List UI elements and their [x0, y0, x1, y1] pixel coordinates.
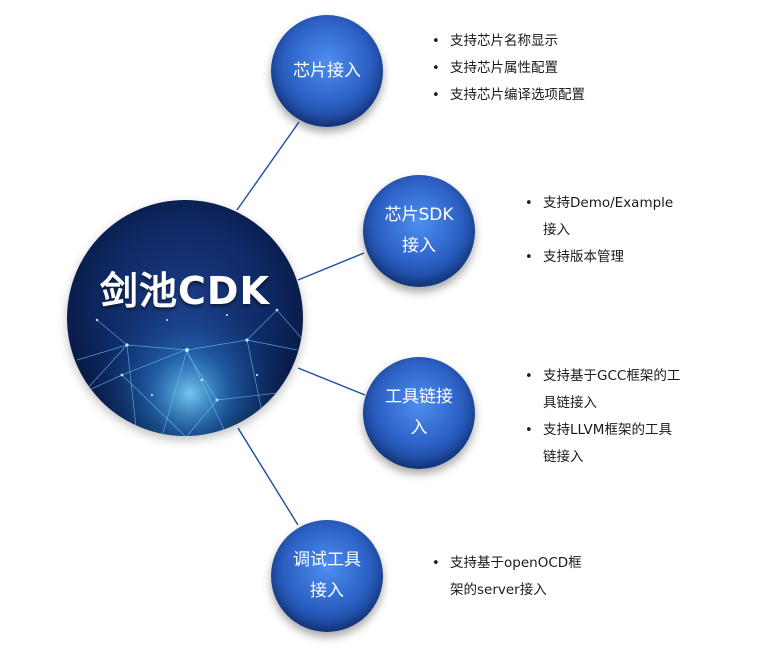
bullet-text-line: 支持基于openOCD框: [450, 555, 582, 571]
node-label-line: 调试工具: [293, 550, 361, 570]
bullet-text-line: 支持基于GCC框架的工: [543, 368, 681, 384]
node-label-line: 接入: [402, 236, 436, 256]
bullet-text-line: 具链接入: [543, 395, 597, 411]
bullet-text-line: 接入: [543, 222, 570, 238]
bullet-item: 支持芯片名称显示: [432, 28, 585, 55]
node-label-line: 芯片接入: [293, 60, 361, 81]
connector-line-sdk: [297, 252, 365, 281]
node-chip-access: 芯片接入: [271, 15, 383, 127]
node-label-line: 接入: [310, 581, 344, 601]
node-label-line: 芯片SDK: [384, 205, 454, 225]
bullet-item: 支持版本管理: [525, 244, 673, 271]
bullet-item: 支持基于GCC框架的工 具链接入: [525, 363, 680, 417]
bullet-item: 支持芯片编译选项配置: [432, 82, 585, 109]
node-label-chip-access: 芯片接入: [282, 56, 372, 87]
connector-line-toolchain: [297, 367, 366, 396]
node-label-toolchain-access: 工具链接 入: [374, 382, 464, 444]
bullet-text-line: 支持芯片名称显示: [450, 33, 558, 49]
bullet-text-line: 支持版本管理: [543, 249, 624, 265]
bullet-list-chip-sdk-access: 支持Demo/Example 接入 支持版本管理: [525, 190, 673, 271]
bullet-item: 支持Demo/Example 接入: [525, 190, 673, 244]
node-label-chip-sdk-access: 芯片SDK 接入: [374, 200, 464, 262]
node-label-line: 入: [410, 418, 428, 438]
node-label-debug-tool-access: 调试工具 接入: [282, 545, 372, 607]
node-label-line: 工具链接: [385, 387, 453, 407]
bullet-list-chip-access: 支持芯片名称显示 支持芯片属性配置 支持芯片编译选项配置: [432, 28, 585, 109]
node-chip-sdk-access: 芯片SDK 接入: [363, 175, 475, 287]
bullet-text-line: 支持芯片编译选项配置: [450, 87, 585, 103]
connector-line-debug: [237, 427, 299, 526]
node-toolchain-access: 工具链接 入: [363, 357, 475, 469]
bullet-item: 支持LLVM框架的工具 链接入: [525, 417, 680, 471]
bullet-item: 支持芯片属性配置: [432, 55, 585, 82]
bullet-list-debug-tool-access: 支持基于openOCD框 架的server接入: [432, 550, 582, 604]
bullet-item: 支持基于openOCD框 架的server接入: [432, 550, 582, 604]
hub-circle-jianchi-cdk: 剑池CDK: [67, 200, 303, 436]
bullet-text-line: 支持芯片属性配置: [450, 60, 558, 76]
bullet-list-toolchain-access: 支持基于GCC框架的工 具链接入 支持LLVM框架的工具 链接入: [525, 363, 680, 471]
bullet-text-line: 支持Demo/Example: [543, 195, 674, 211]
hub-title: 剑池CDK: [100, 269, 270, 313]
bullet-text-line: 支持LLVM框架的工具: [543, 422, 672, 438]
bullet-text-line: 架的server接入: [450, 582, 547, 598]
node-debug-tool-access: 调试工具 接入: [271, 520, 383, 632]
connector-line-chip: [236, 121, 300, 211]
network-background-image: [67, 200, 303, 436]
bullet-text-line: 链接入: [543, 449, 584, 465]
